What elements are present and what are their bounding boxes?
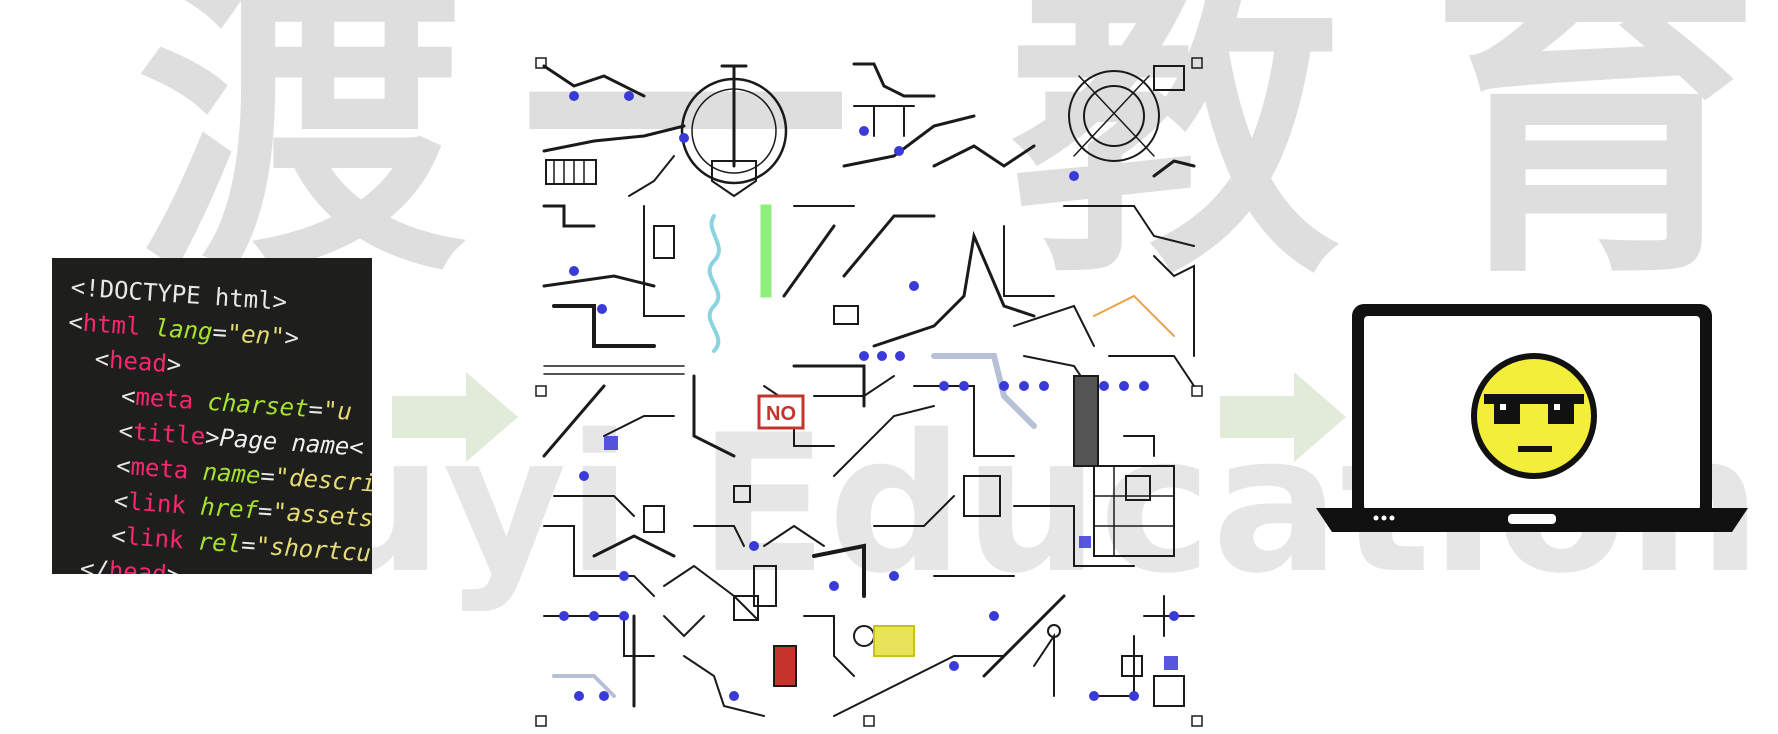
code-token: title <box>132 417 207 451</box>
code-token: < <box>64 342 111 374</box>
arrow-shape <box>392 372 518 462</box>
code-token: < <box>62 377 137 411</box>
code-token: meta <box>134 382 195 415</box>
arrow-shape <box>1220 372 1346 462</box>
arrow-right-icon <box>392 372 518 462</box>
code-token: < <box>57 447 132 481</box>
code-token: meta <box>129 452 190 485</box>
code-token: < <box>55 482 130 516</box>
code-token: head <box>108 345 168 378</box>
no-sign-label: NO <box>766 403 796 425</box>
code-token: Page name< <box>218 423 365 462</box>
code-token: lang <box>153 313 214 346</box>
code-token: head <box>107 556 168 574</box>
code-token: "descri <box>273 462 372 498</box>
code-token: > <box>283 323 300 352</box>
code-token: > <box>166 560 182 574</box>
code-token: "assets/ <box>271 497 372 534</box>
code-token: charset <box>206 387 310 423</box>
code-token: name <box>201 457 262 490</box>
rube-goldberg-machine-diagram: NO <box>535 57 1203 727</box>
watermark-char-1: 渡 <box>136 0 466 317</box>
code-token: > <box>165 349 183 379</box>
code-token: rel <box>196 527 243 559</box>
laptop-icon <box>1316 304 1748 532</box>
arrow-right-icon <box>1220 372 1346 462</box>
watermark-char-4: 育 <box>1430 0 1760 317</box>
code-token: "u <box>321 395 353 426</box>
code-token: </ <box>52 552 110 574</box>
code-lines: <!DOCTYPE html><html lang="en"> <head> <… <box>52 270 372 574</box>
code-token: href <box>199 492 259 525</box>
code-token: link <box>124 522 185 555</box>
code-token: html <box>81 308 142 341</box>
smiley-sunglasses-icon <box>1471 353 1597 479</box>
code-token: "shortcut <box>254 531 372 569</box>
html-code-snippet: <!DOCTYPE html><html lang="en"> <head> <… <box>52 258 372 574</box>
code-token: < <box>60 412 135 446</box>
code-token: "en" <box>225 318 286 351</box>
code-token: link <box>127 487 187 520</box>
code-token: < <box>52 517 127 551</box>
